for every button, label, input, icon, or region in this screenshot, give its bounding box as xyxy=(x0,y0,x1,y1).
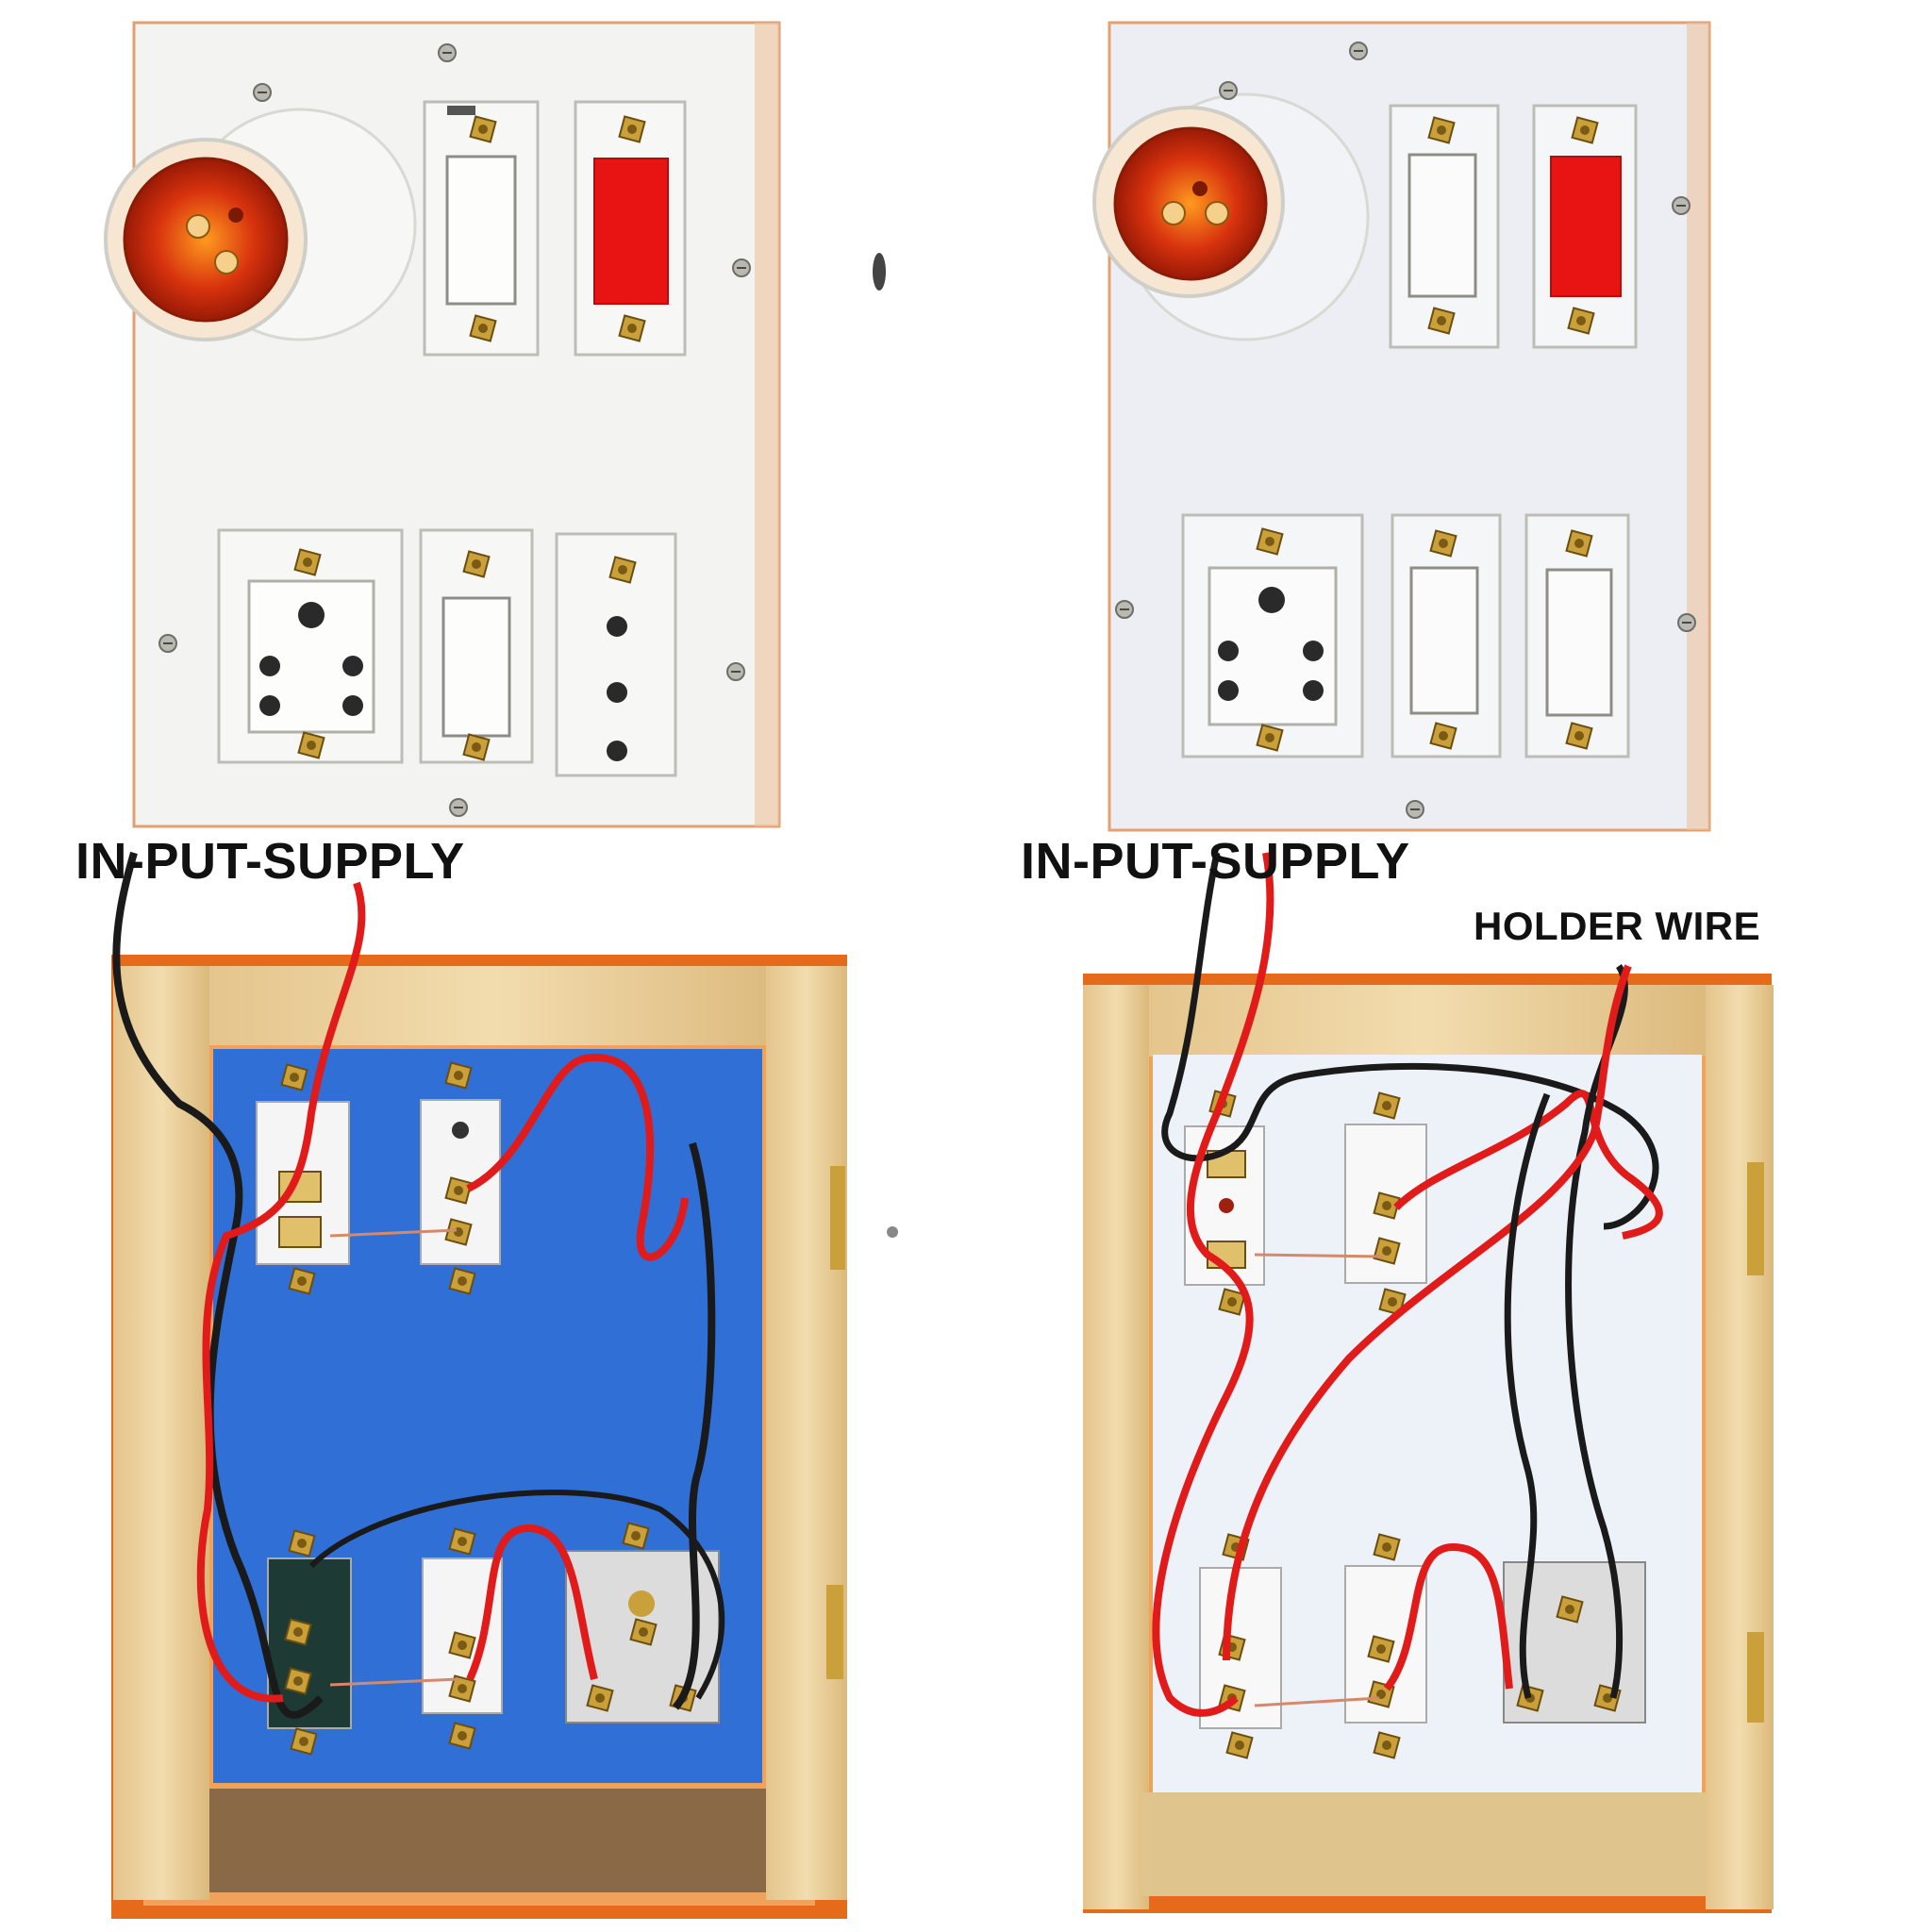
red-wire xyxy=(1383,1542,1513,1691)
rocker-switch-icon xyxy=(423,100,540,357)
red-wire xyxy=(466,1524,598,1681)
front-board-right xyxy=(1092,21,1711,832)
black-wire xyxy=(672,1141,716,1710)
copper-link xyxy=(1254,1253,1384,1258)
input-supply-label-left: IN-PUT-SUPPLY xyxy=(75,833,465,890)
stray-mark xyxy=(873,253,886,291)
wiring-panel-left xyxy=(111,851,847,1919)
bulb-holder-icon xyxy=(1092,81,1370,341)
input-supply-label-right: IN-PUT-SUPPLY xyxy=(1021,833,1410,890)
red-wire xyxy=(466,1053,689,1261)
copper-link xyxy=(329,1228,458,1238)
switch-back xyxy=(1344,1124,1427,1284)
switch-back xyxy=(1344,1565,1427,1724)
rocker-switch-icon xyxy=(419,528,534,764)
rocker-switch-icon xyxy=(1389,104,1500,349)
three-pin-socket-icon xyxy=(217,528,404,764)
wiring-panel-right xyxy=(1083,852,1774,1913)
black-wire xyxy=(1504,1092,1551,1699)
black-wire xyxy=(112,851,324,1719)
terminal-block xyxy=(256,1101,350,1265)
bulb-holder-icon xyxy=(104,83,417,341)
black-wire xyxy=(1161,852,1659,1230)
front-board-left xyxy=(104,21,781,828)
holder-wire-label: HOLDER WIRE xyxy=(1474,904,1761,948)
switch-back xyxy=(420,1099,501,1265)
stray-mark xyxy=(887,1226,898,1238)
indicator-lamp-icon xyxy=(574,100,687,357)
two-pin-socket-icon xyxy=(555,532,677,777)
red-wire xyxy=(1152,852,1274,1717)
socket-back xyxy=(1199,1567,1282,1729)
copper-link xyxy=(329,1677,459,1687)
copper-link xyxy=(1254,1696,1380,1707)
rocker-switch-icon xyxy=(1524,513,1630,758)
black-wire xyxy=(308,1490,725,1700)
three-pin-socket-icon xyxy=(1181,513,1364,758)
red-wire xyxy=(196,881,366,1703)
red-wire xyxy=(1223,964,1632,1661)
indicator-lamp-icon xyxy=(1532,104,1638,349)
rocker-switch-icon xyxy=(1391,513,1502,758)
